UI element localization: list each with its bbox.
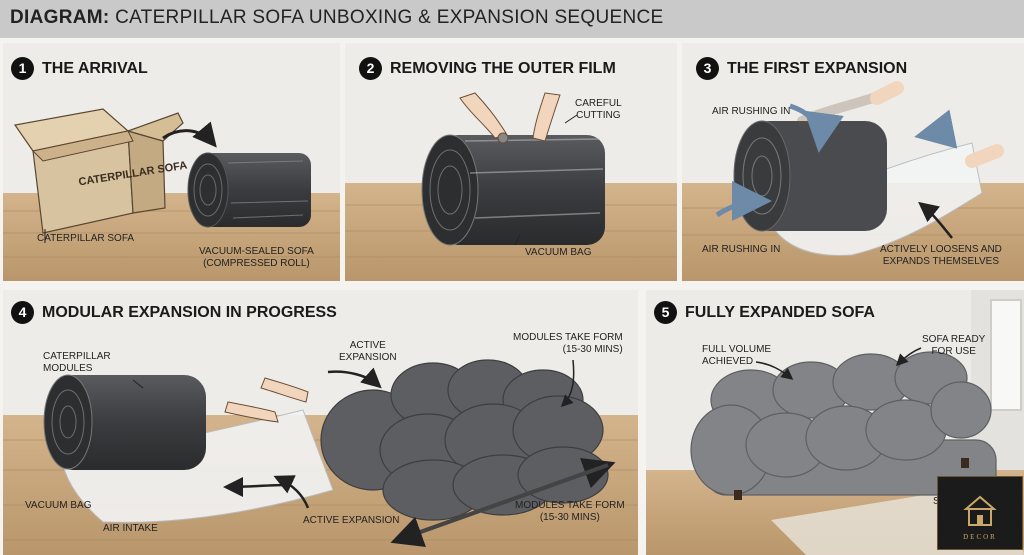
- label-air-top: AIR RUSHING IN: [712, 106, 791, 117]
- label-box: CATERPILLAR SOFA: [37, 233, 135, 244]
- step-title: THE FIRST EXPANSION: [727, 59, 908, 77]
- label-active-expansion-bottom: ACTIVE EXPANSION: [303, 515, 400, 526]
- logo-text: DECOR: [963, 533, 997, 541]
- label-careful-cutting: CAREFUL CUTTING: [575, 98, 622, 122]
- label-ready-line2: FOR USE: [931, 346, 976, 357]
- hands-pulling: [224, 377, 309, 423]
- label-volume-line1: FULL VOLUME: [702, 344, 772, 355]
- expanded-sofa: [690, 351, 997, 496]
- label-form-bottom-line2: (15-30 MINS): [539, 512, 600, 523]
- step-title: MODULAR EXPANSION IN PROGRESS: [42, 303, 337, 321]
- step-number: 5: [654, 301, 677, 324]
- label-full-volume: FULL VOLUME ACHIEVED: [702, 344, 771, 368]
- decor-logo: DECOR: [937, 476, 1023, 550]
- label-volume-line2: ACHIEVED: [702, 356, 754, 367]
- step-title: THE ARRIVAL: [42, 59, 148, 77]
- diagram-title-prefix: DIAGRAM:: [10, 7, 110, 28]
- label-loosens-line1: ACTIVELY LOOSENS AND: [880, 244, 1002, 255]
- expanding-sofa-modules: [320, 359, 609, 521]
- expanding-roll: [733, 120, 887, 232]
- house-icon: [963, 495, 997, 526]
- label-ready-line1: SOFA READY: [922, 334, 986, 345]
- step-title: REMOVING THE OUTER FILM: [390, 59, 616, 77]
- label-careful-line1: CAREFUL: [575, 98, 622, 109]
- panel-removing-film: 2 REMOVING THE OUTER FILM CAREFUL CUTTING…: [345, 43, 677, 281]
- label-roll: VACUUM-SEALED SOFA (COMPRESSED ROLL): [199, 246, 314, 270]
- label-form-bottom-line1: MODULES TAKE FORM: [515, 500, 625, 511]
- label-form-top-line1: MODULES TAKE FORM: [513, 332, 623, 343]
- step-number: 2: [359, 57, 382, 80]
- label-modules-line1: CATERPILLAR: [43, 351, 111, 362]
- label-active-top-line2: EXPANSION: [339, 352, 397, 363]
- caterpillar-modules-roll: [43, 374, 206, 470]
- panel-modular-expansion-title: 4 MODULAR EXPANSION IN PROGRESS: [11, 301, 337, 324]
- compressed-roll: [187, 152, 311, 228]
- panel-first-expansion: 3 THE FIRST EXPANSION AIR RUSHING IN AIR …: [682, 43, 1024, 281]
- label-partial: S: [933, 496, 940, 508]
- label-modules-line2: MODULES: [43, 363, 93, 374]
- panel-first-expansion-title: 3 THE FIRST EXPANSION: [696, 57, 907, 80]
- hands-cutting: [459, 92, 561, 144]
- panel-fully-expanded-title: 5 FULLY EXPANDED SOFA: [654, 301, 875, 324]
- label-careful-line2: CUTTING: [576, 110, 621, 121]
- panel-modular-expansion-illustration: [3, 290, 638, 555]
- label-air-bottom: AIR RUSHING IN: [702, 244, 781, 255]
- label-active-top-line1: ACTIVE: [349, 340, 386, 351]
- step-number: 4: [11, 301, 34, 324]
- diagram-title: DIAGRAM: CATERPILLAR SOFA UNBOXING & EXP…: [10, 7, 664, 29]
- label-modules-take-form-top: MODULES TAKE FORM (15-30 MINS): [513, 332, 623, 356]
- panel-removing-film-title: 2 REMOVING THE OUTER FILM: [359, 57, 616, 80]
- label-caterpillar-modules: CATERPILLAR MODULES: [43, 351, 111, 375]
- step-number: 1: [11, 57, 34, 80]
- panel-modular-expansion: 4 MODULAR EXPANSION IN PROGRESS CATERPILL…: [3, 290, 638, 555]
- label-loosens-line2: EXPANDS THEMSELVES: [882, 256, 1000, 267]
- label-sofa-ready: SOFA READY FOR USE: [922, 334, 985, 358]
- label-roll-line1: VACUUM-SEALED SOFA: [199, 246, 314, 257]
- panel-arrival-illustration: [3, 43, 340, 281]
- label-active-expansion-top: ACTIVE EXPANSION: [339, 340, 397, 364]
- label-air-intake: AIR INTAKE: [103, 523, 158, 534]
- panel-first-expansion-illustration: [682, 43, 1024, 281]
- label-vacuum-bag: VACUUM BAG: [25, 500, 92, 511]
- step-number: 3: [696, 57, 719, 80]
- step-title: FULLY EXPANDED SOFA: [685, 303, 875, 321]
- label-modules-take-form-bottom: MODULES TAKE FORM (15-30 MINS): [515, 500, 625, 524]
- panel-arrival-title: 1 THE ARRIVAL: [11, 57, 148, 80]
- header-bar: DIAGRAM: CATERPILLAR SOFA UNBOXING & EXP…: [0, 0, 1024, 38]
- label-actively-loosens: ACTIVELY LOOSENS AND EXPANDS THEMSELVES: [880, 244, 1002, 268]
- label-vacuum-bag: VACUUM BAG: [525, 247, 592, 258]
- wrapped-roll: [421, 134, 605, 246]
- label-roll-line2: (COMPRESSED ROLL): [203, 258, 310, 269]
- diagram-title-text: CATERPILLAR SOFA UNBOXING & EXPANSION SE…: [115, 7, 664, 28]
- label-form-top-line2: (15-30 MINS): [562, 344, 623, 355]
- panel-removing-film-illustration: [345, 43, 677, 281]
